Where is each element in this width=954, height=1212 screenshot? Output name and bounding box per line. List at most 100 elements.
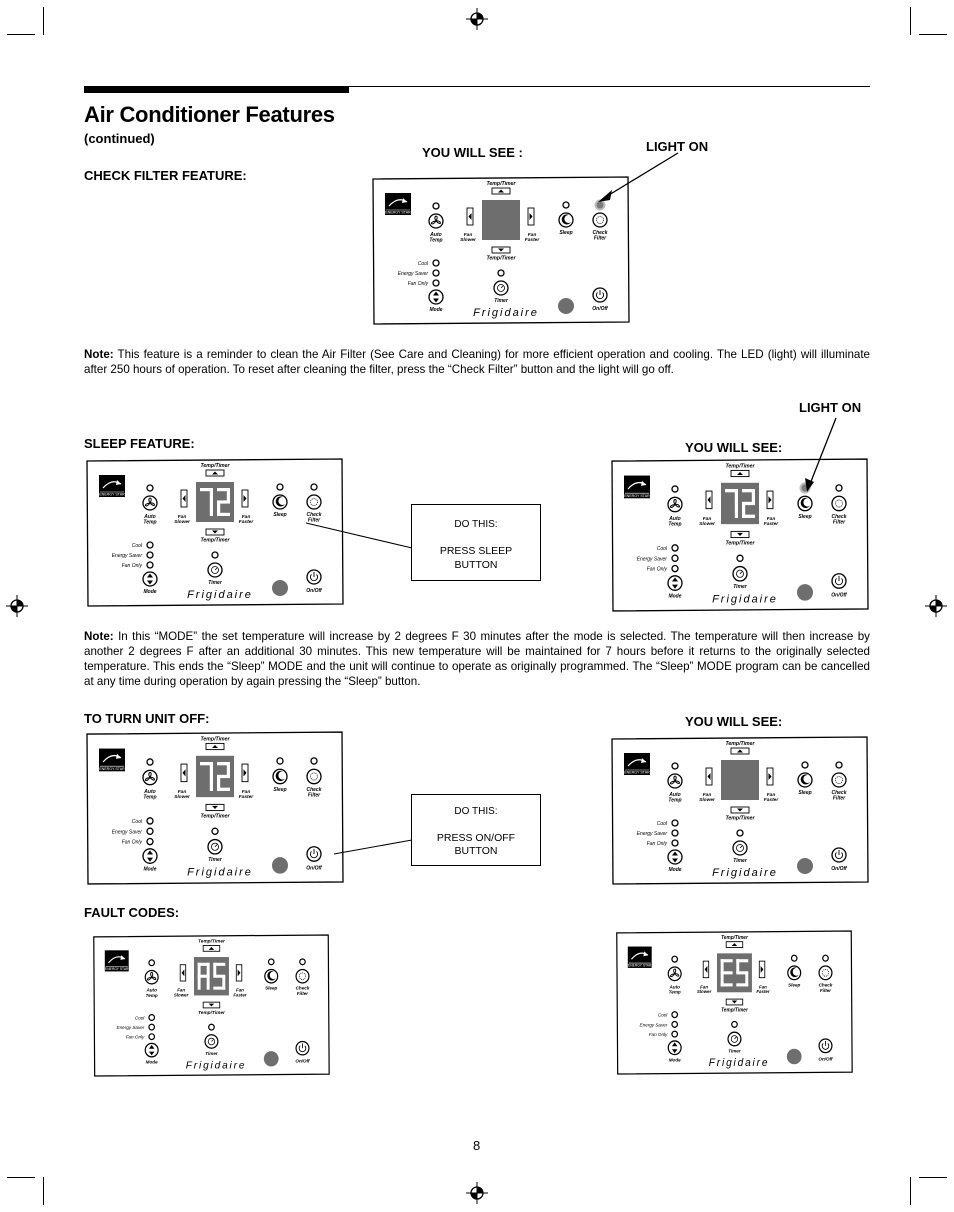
panel-label: Fan <box>242 789 251 795</box>
fan-icon <box>430 215 441 225</box>
down-arrow-icon <box>208 1003 215 1007</box>
mode-button[interactable] <box>144 1042 159 1058</box>
power-icon <box>298 1045 307 1053</box>
display-segment <box>206 962 210 977</box>
control-panel-drawing: ENERGY STARTemp/TimerFanSlowerFanFasterT… <box>86 458 344 607</box>
filter-icon <box>835 776 843 784</box>
registration-mark-icon <box>466 8 488 30</box>
panel-label: Slower <box>174 992 189 997</box>
brand-logo: Frigidaire <box>712 594 778 606</box>
panel-label: Mode <box>429 307 442 313</box>
down-arrow-icon <box>731 1000 738 1004</box>
led <box>146 817 154 825</box>
panel-label: Auto <box>668 792 680 798</box>
clock-icon <box>736 844 744 852</box>
panel-label: Temp <box>668 522 681 528</box>
led <box>146 541 154 549</box>
mode-button[interactable] <box>667 849 683 865</box>
panel-label: Slower <box>460 237 477 243</box>
up-arrow-icon <box>737 471 743 476</box>
on-off-button[interactable] <box>818 1038 833 1054</box>
fan-icon <box>147 972 157 981</box>
mode-button[interactable] <box>667 1040 682 1056</box>
turn-off-heading: TO TURN UNIT OFF: <box>84 711 210 726</box>
display-segment <box>217 502 221 516</box>
clock-icon <box>736 569 744 578</box>
check-filter-button[interactable] <box>592 212 608 228</box>
led <box>671 554 679 563</box>
led <box>822 954 829 962</box>
power-icon <box>834 578 844 586</box>
panel-label: Check <box>306 512 321 518</box>
control-panel-drawing: ENERGY STARTemp/TimerFanSlowerFanFasterT… <box>611 736 869 885</box>
check-filter-button[interactable] <box>831 495 847 512</box>
panel-label: Timer <box>733 858 748 864</box>
mode-button[interactable] <box>667 575 683 591</box>
display-segment <box>217 776 221 791</box>
panel-label: Fan <box>767 792 776 798</box>
mode-button[interactable] <box>428 289 444 305</box>
panel-label: Temp <box>143 520 156 526</box>
fan-icon <box>144 497 155 507</box>
panel-label: On/Off <box>818 1056 833 1062</box>
panel-label: Temp/Timer <box>721 935 749 941</box>
panel-label: Cool <box>418 261 429 267</box>
led <box>801 761 809 769</box>
timer-button[interactable] <box>732 565 748 582</box>
mode-down-icon <box>672 858 678 863</box>
panel-label: Timer <box>728 1049 742 1055</box>
panel-label: Temp <box>669 990 681 996</box>
power-icon <box>821 1043 830 1050</box>
check-filter-button[interactable] <box>306 494 322 510</box>
energy-star-logo: ENERGY STAR <box>627 946 652 968</box>
panel-label: Energy Saver <box>637 556 668 562</box>
panel-label: Slower <box>174 519 191 525</box>
display-segment <box>736 983 749 987</box>
display-segment <box>725 489 738 493</box>
mode-down-icon <box>147 580 153 585</box>
panel-label: Fan Only <box>647 841 668 847</box>
display-segment <box>217 774 230 779</box>
registration-mark-icon <box>466 1182 488 1204</box>
panel-label: Sleep <box>798 790 811 796</box>
remote-sensor <box>797 584 813 601</box>
timer-button[interactable] <box>204 1034 219 1049</box>
led <box>211 827 219 836</box>
panel-label: On/Off <box>831 592 848 598</box>
mode-button[interactable] <box>142 571 158 587</box>
check-filter-button[interactable] <box>818 965 833 981</box>
display-segment <box>209 502 213 516</box>
power-icon <box>309 574 319 582</box>
check-filter-button[interactable] <box>295 968 310 984</box>
moon-icon <box>267 970 276 981</box>
panel-label: Mode <box>143 589 156 595</box>
clock-icon <box>730 1035 739 1043</box>
check-filter-button[interactable] <box>306 768 322 785</box>
led <box>671 829 679 837</box>
led <box>432 259 440 267</box>
panel-label: Filter <box>594 236 607 242</box>
panel-label: Energy Saver <box>398 271 429 277</box>
timer-button[interactable] <box>207 838 223 855</box>
check-filter-button[interactable] <box>831 772 847 788</box>
panel-label: Temp/Timer <box>725 463 755 469</box>
led <box>736 829 744 837</box>
mode-button[interactable] <box>142 848 158 864</box>
display-window <box>482 200 520 240</box>
led <box>835 484 843 492</box>
led <box>148 1023 156 1031</box>
fan-icon <box>670 968 680 978</box>
mode-down-icon <box>148 1051 155 1056</box>
moon-icon <box>561 214 571 225</box>
led <box>497 269 505 277</box>
panel-label: Temp <box>146 993 158 998</box>
energy-star-text: ENERGY STAR <box>624 771 650 775</box>
panel-label: Temp/Timer <box>200 736 230 742</box>
display-window <box>721 760 759 800</box>
panel-label: Auto <box>668 516 680 522</box>
mode-up-icon <box>672 851 678 856</box>
panel-label: Fan Only <box>122 563 143 569</box>
energy-star-logo: ENERGY STAR <box>99 748 125 772</box>
